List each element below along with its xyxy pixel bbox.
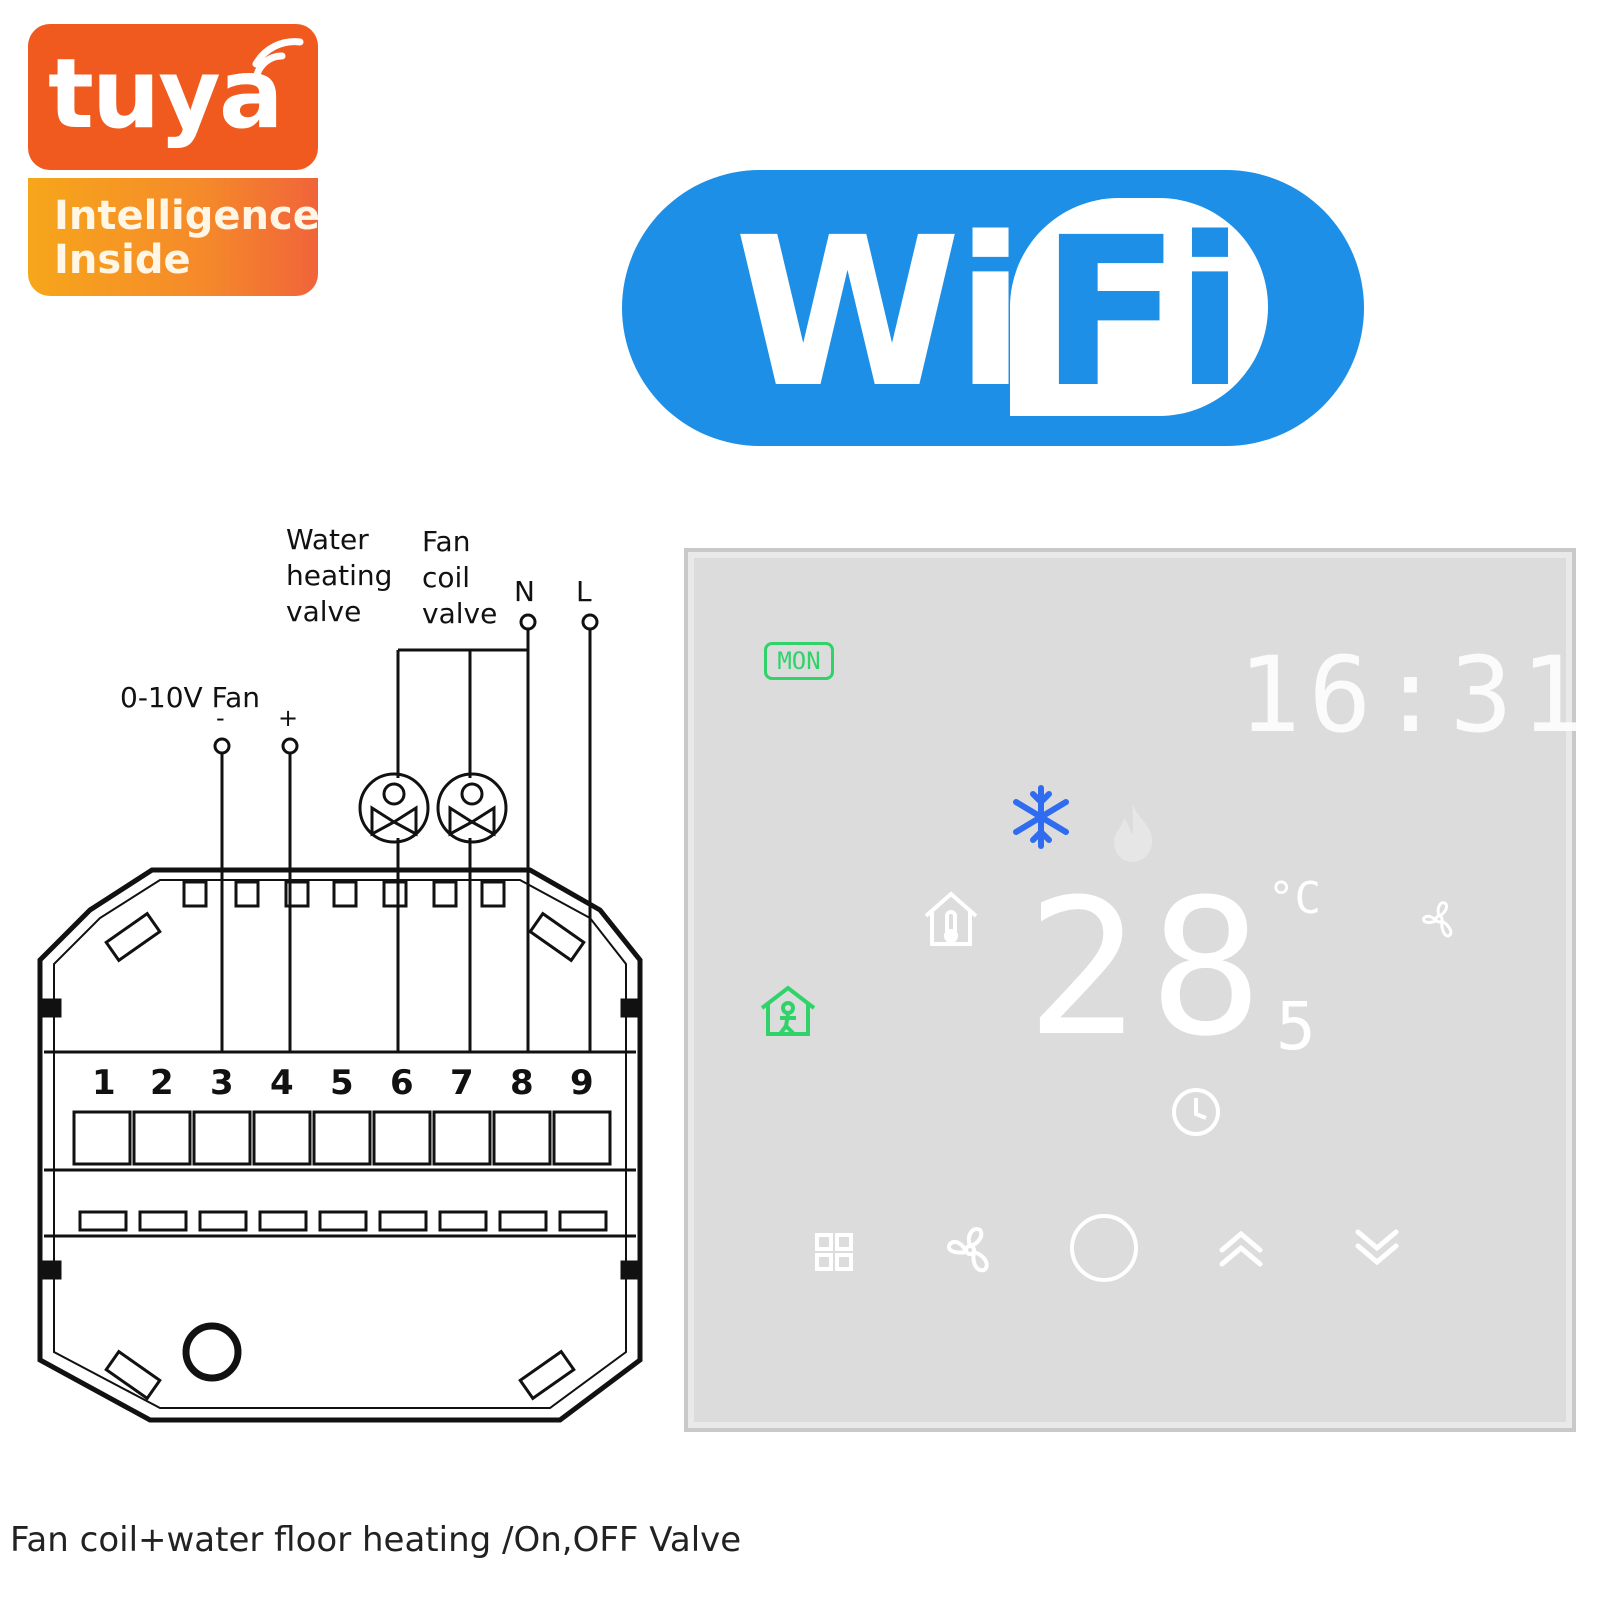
label-water-heating-valve: Water heating valve (286, 523, 393, 628)
tuya-logo-top: tuya (28, 24, 318, 170)
terminal-fan-plus (281, 737, 299, 755)
terminal-number: 3 (210, 1063, 234, 1103)
wifi-text-fi: Fi (1040, 193, 1245, 433)
terminal-number: 4 (270, 1063, 294, 1103)
home-away-icon[interactable] (758, 982, 818, 1038)
label-0-10v-fan: 0-10V Fan (120, 681, 261, 714)
tuya-tagline-line-2: Inside (54, 237, 191, 283)
tuya-logo: tuya Intelligence Inside (28, 24, 320, 296)
temperature-display: 28 (1026, 859, 1273, 1078)
tuya-wordmark: tuya (48, 38, 284, 150)
arrow-up-icon[interactable] (1216, 1228, 1266, 1268)
day-of-week-badge: MON (764, 642, 834, 680)
home-temperature-icon[interactable] (920, 888, 982, 948)
wifi-signal-icon (252, 38, 304, 86)
valve-symbol-fan-coil (436, 772, 508, 844)
tuya-tagline-box: Intelligence Inside (28, 178, 320, 296)
wifi-logo: Wi Fi (622, 170, 1364, 446)
temperature-unit: °C (1268, 873, 1321, 924)
valve-symbol-water (358, 772, 430, 844)
clock-display: 16:31 (1238, 634, 1592, 756)
snowflake-icon (1013, 785, 1069, 849)
thermostat-back-housing (37, 867, 643, 1423)
label-fan-coil-valve: Fan coil valve (422, 525, 498, 630)
label-fan-minus: - (216, 704, 225, 732)
clock-icon[interactable] (1170, 1086, 1222, 1138)
tuya-tagline-line-1: Intelligence (54, 193, 320, 239)
terminal-fan-minus (213, 737, 231, 755)
fan-icon[interactable] (944, 1224, 996, 1276)
terminal-number: 8 (510, 1063, 534, 1103)
terminal-number: 1 (92, 1063, 116, 1103)
terminal-number: 6 (390, 1063, 414, 1103)
label-l: L (576, 575, 592, 608)
power-button[interactable] (1068, 1212, 1140, 1284)
wiring-diagram: 1 2 3 4 5 6 7 8 9 (37, 613, 643, 1423)
flame-icon (1114, 804, 1153, 862)
menu-grid-icon[interactable] (814, 1232, 854, 1272)
thermostat-panel: MON 16:31 (688, 552, 1592, 1428)
terminal-number: 5 (330, 1063, 354, 1103)
label-fan-plus: + (278, 704, 299, 732)
wifi-speech-bubble (1010, 198, 1268, 416)
mounting-hole (182, 1322, 242, 1382)
temperature-decimal: 5 (1276, 988, 1316, 1065)
terminal-number: 9 (570, 1063, 594, 1103)
terminal-l (581, 613, 599, 631)
terminal-number: 7 (450, 1063, 474, 1103)
caption: Fan coil+water floor heating /On,OFF Val… (10, 1520, 742, 1560)
terminal-number: 2 (150, 1063, 174, 1103)
arrow-down-icon[interactable] (1352, 1228, 1402, 1268)
label-n: N (514, 575, 535, 608)
terminal-n (519, 613, 537, 631)
fan-small-icon (1422, 901, 1453, 938)
wifi-text-wi: Wi (734, 193, 1026, 433)
